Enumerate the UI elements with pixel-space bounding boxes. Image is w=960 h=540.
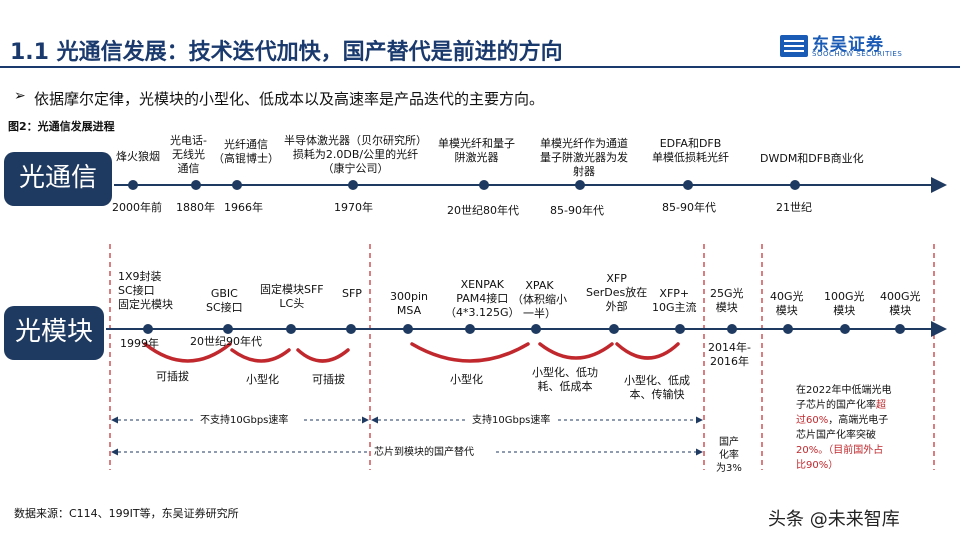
module-name: 300pin MSA — [390, 290, 429, 317]
module-dot — [465, 324, 475, 334]
module-name: 400G光 模块 — [880, 290, 921, 317]
module-dot — [675, 324, 685, 334]
note-text: 在2022年中低端光电 子芯片的国产化率 — [796, 385, 892, 411]
event-desc: 半导体激光器（贝尔研究所） 损耗为2.0DB/公里的光纤 （康宁公司） — [284, 134, 427, 175]
event-date: 85-90年代 — [662, 201, 716, 214]
module-name: SFP — [342, 287, 362, 300]
page-title: 1.1 光通信发展：技术迭代加快，国产替代是前进的方向 — [10, 40, 563, 65]
module-name: XENPAK PAM4接口 （4*3.125G） — [445, 278, 520, 319]
module-dot — [609, 324, 619, 334]
watermark: 头条 @未来智库 — [768, 509, 900, 530]
event-dot — [348, 180, 358, 190]
event-desc: 光电话- 无线光 通信 — [170, 134, 207, 175]
module-date: 20世纪90年代 — [190, 335, 262, 348]
module-name: 40G光 模块 — [770, 290, 804, 317]
module-dot — [783, 324, 793, 334]
event-dot — [128, 180, 138, 190]
note-highlight: 超 过60% — [796, 400, 886, 426]
module-dot — [840, 324, 850, 334]
row-label-optical-comm: 光通信 — [4, 152, 112, 206]
module-dot — [286, 324, 296, 334]
event-date: 1966年 — [224, 201, 263, 214]
event-dot — [479, 180, 489, 190]
arc-label: 小型化 — [246, 373, 279, 386]
event-date: 21世纪 — [776, 201, 812, 214]
module-date: 2014年- 2016年 — [708, 341, 751, 368]
module-name: XFP+ 10G主流 — [652, 287, 697, 314]
module-dot — [346, 324, 356, 334]
module-name: GBIC SC接口 — [206, 287, 243, 314]
note-highlight: 20%。（目前国外占 比90%） — [796, 445, 884, 471]
logo-subtext: SOOCHOW SECURITIES — [812, 50, 903, 58]
transition-arc — [296, 348, 350, 363]
module-dot — [223, 324, 233, 334]
module-name: XFP SerDes放在 外部 — [586, 272, 648, 313]
arc-label: 小型化、低成 本、传输快 — [624, 374, 690, 401]
event-desc: EDFA和DFB 单模低损耗光纤 — [652, 137, 729, 164]
transition-arc — [230, 348, 291, 363]
transition-arc — [143, 342, 232, 363]
event-dot — [790, 180, 800, 190]
arc-label: 小型化 — [450, 373, 483, 386]
module-dot — [403, 324, 413, 334]
event-desc: 烽火狼烟 — [116, 150, 160, 163]
module-name: 1X9封装 SC接口 固定光模块 — [118, 270, 173, 311]
module-dot — [531, 324, 541, 334]
arc-label: 可插拔 — [312, 373, 345, 386]
event-dot — [191, 180, 201, 190]
transition-arc — [615, 342, 680, 360]
localization-note: 在2022年中低端光电 子芯片的国产化率超 过60%，高端光电子 芯片国产化率突… — [796, 383, 926, 473]
module-name: XPAK （体积缩小 一半） — [512, 279, 567, 320]
source-note: 数据来源：C114、199IT等，东吴证券研究所 — [14, 507, 239, 520]
figure-caption: 图2：光通信发展进程 — [8, 120, 115, 133]
span-label: 芯片到模块的国产替代 — [374, 447, 474, 458]
event-date: 20世纪80年代 — [447, 204, 519, 217]
bullet-arrow-icon: ➢ — [14, 88, 26, 104]
module-dot — [143, 324, 153, 334]
module-name: 25G光 模块 — [710, 287, 744, 314]
event-desc: 单模光纤和量子 阱激光器 — [438, 137, 515, 164]
event-date: 1970年 — [334, 201, 373, 214]
logo-text: 东吴证券 — [812, 35, 884, 55]
arc-label: 可插拔 — [156, 370, 189, 383]
module-name: 固定模块SFF LC头 — [260, 283, 324, 310]
event-date: 1880年 — [176, 201, 215, 214]
module-dot — [727, 324, 737, 334]
event-date: 2000年前 — [112, 201, 162, 214]
timeline-dots-1 — [128, 180, 800, 190]
module-date: 1999年 — [120, 337, 159, 350]
bullet-text: 依据摩尔定律，光模块的小型化、低成本以及高速率是产品迭代的主要方向。 — [34, 90, 545, 108]
span-label: 不支持10Gbps速率 — [200, 415, 289, 426]
event-desc: 光纤通信 （高锟博士） — [213, 138, 279, 165]
transition-arc — [538, 342, 614, 360]
transition-arc — [410, 342, 530, 363]
module-dot — [895, 324, 905, 334]
localization-rate: 国产 化率 为3% — [716, 437, 742, 474]
title-divider — [0, 66, 960, 68]
row-label-optical-module: 光模块 — [4, 306, 104, 360]
event-desc: 单模光纤作为通道 量子阱激光器为发 射器 — [540, 137, 628, 178]
event-dot — [683, 180, 693, 190]
event-desc: DWDM和DFB商业化 — [760, 152, 864, 165]
span-label: 支持10Gbps速率 — [472, 415, 551, 426]
arc-label: 小型化、低功 耗、低成本 — [532, 366, 598, 393]
event-dot — [575, 180, 585, 190]
note-text: ，高端光电子 芯片国产化率突破 — [796, 415, 889, 441]
event-date: 85-90年代 — [550, 204, 604, 217]
event-dot — [232, 180, 242, 190]
module-name: 100G光 模块 — [824, 290, 865, 317]
